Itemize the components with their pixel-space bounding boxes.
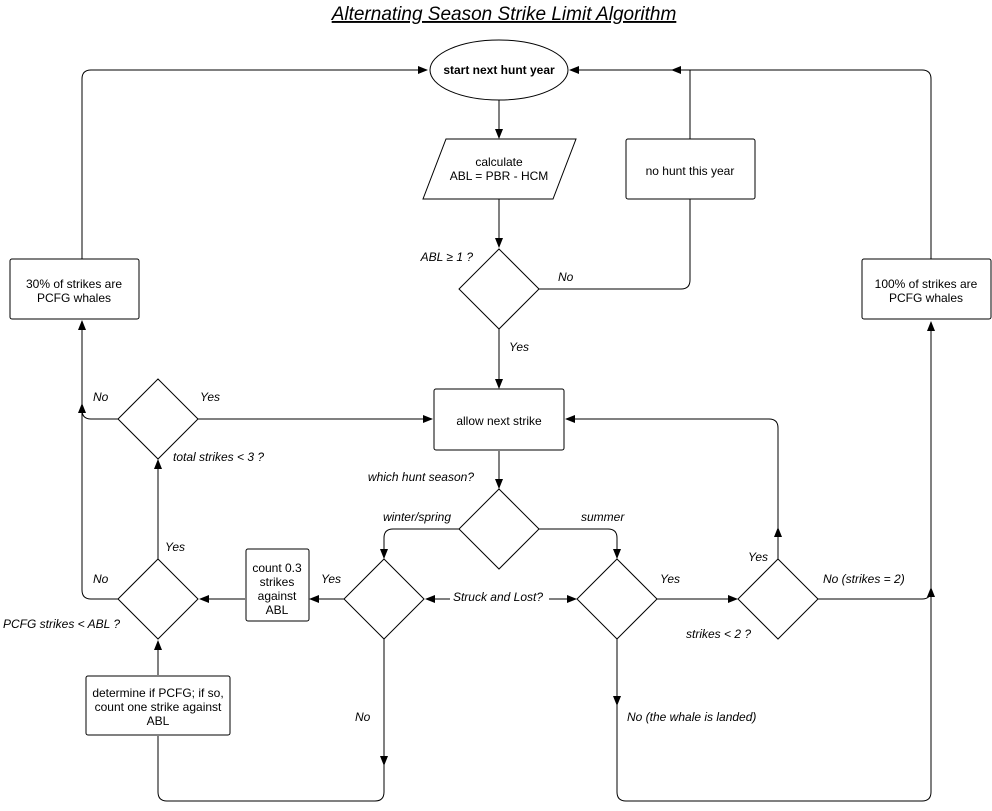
calc-label-2: ABL = PBR - HCM: [450, 169, 549, 183]
edge-pcfg-no: [78, 403, 118, 600]
winter-sl-yes-label: Yes: [321, 572, 341, 586]
left-box-label-2: PCFG whales: [37, 291, 111, 305]
edge-season-summer: [539, 528, 621, 559]
pcfg-question-label: PCFG strikes < ABL ?: [3, 617, 120, 631]
edge-season-winter: [380, 528, 459, 559]
summer-struck-lost-decision: [576, 558, 658, 640]
edge-landed-loop: [616, 587, 935, 802]
winter-struck-lost-decision: [343, 558, 425, 640]
no-hunt-node: no hunt this year: [625, 138, 756, 200]
edge-strikes-no: [818, 321, 935, 600]
total-yes-label: Yes: [200, 390, 220, 404]
pcfg-no-label: No: [93, 572, 109, 586]
strikes-yes-label: Yes: [748, 550, 768, 564]
edge-bottom-loop: [157, 736, 385, 802]
edge-abl-no-to-nohunt: [539, 66, 691, 290]
edge-rightbox-to-start: [569, 66, 932, 259]
hundred-percent-node: 100% of strikes are PCFG whales: [861, 258, 992, 320]
total-question-label: total strikes < 3 ?: [173, 450, 264, 464]
strikes-no-label: No (strikes = 2): [823, 572, 905, 586]
no-hunt-label: no hunt this year: [646, 164, 735, 178]
winter-label: winter/spring: [383, 510, 451, 524]
struck-lost-label: Struck and Lost?: [453, 590, 543, 604]
allow-label: allow next strike: [456, 414, 542, 428]
calc-label-1: calculate: [475, 155, 523, 169]
edge-leftbox-to-start: [81, 66, 428, 259]
strikes-decision: [737, 558, 819, 640]
season-decision: [458, 488, 540, 570]
thirty-percent-node: 30% of strikes are PCFG whales: [9, 258, 140, 320]
determine-label-3: ABL: [147, 714, 170, 728]
left-box-label-1: 30% of strikes are: [26, 277, 122, 291]
start-node: start next hunt year: [429, 39, 569, 101]
winter-sl-no-label: No: [355, 710, 371, 724]
count-node: count 0.3 strikes against ABL: [245, 548, 310, 622]
allow-strike-node: allow next strike: [433, 388, 565, 451]
diagram-title: Alternating Season Strike Limit Algorith…: [331, 4, 677, 25]
abl-question-label: ABL ≥ 1 ?: [420, 250, 474, 264]
abl-yes-label: Yes: [509, 340, 529, 354]
abl-decision: [458, 248, 540, 330]
strikes-question-label: strikes < 2 ?: [686, 627, 751, 641]
pcfg-yes-label: Yes: [165, 540, 185, 554]
count-label-1: count 0.3: [252, 561, 302, 575]
total-no-label: No: [93, 390, 109, 404]
landed-label: No (the whale is landed): [627, 710, 756, 724]
edge-total-no: [78, 320, 118, 420]
determine-label-2: count one strike against: [95, 700, 222, 714]
abl-no-label: No: [558, 270, 574, 284]
edge-strikes-yes-loop: [565, 415, 779, 528]
right-box-label-1: 100% of strikes are: [875, 277, 978, 291]
summer-sl-yes-label: Yes: [660, 572, 680, 586]
season-question-label: which hunt season?: [368, 470, 474, 484]
count-label-3: against: [258, 589, 297, 603]
determine-label-1: determine if PCFG; if so,: [92, 686, 223, 700]
determine-node: determine if PCFG; if so, count one stri…: [85, 675, 231, 736]
total-strikes-decision: [117, 378, 199, 460]
count-label-2: strikes: [260, 575, 295, 589]
count-label-4: ABL: [266, 603, 289, 617]
calculate-node: calculate ABL = PBR - HCM: [422, 138, 577, 200]
pcfg-decision: [117, 558, 199, 640]
summer-label: summer: [581, 510, 625, 524]
start-label: start next hunt year: [443, 63, 555, 77]
right-box-label-2: PCFG whales: [889, 291, 963, 305]
